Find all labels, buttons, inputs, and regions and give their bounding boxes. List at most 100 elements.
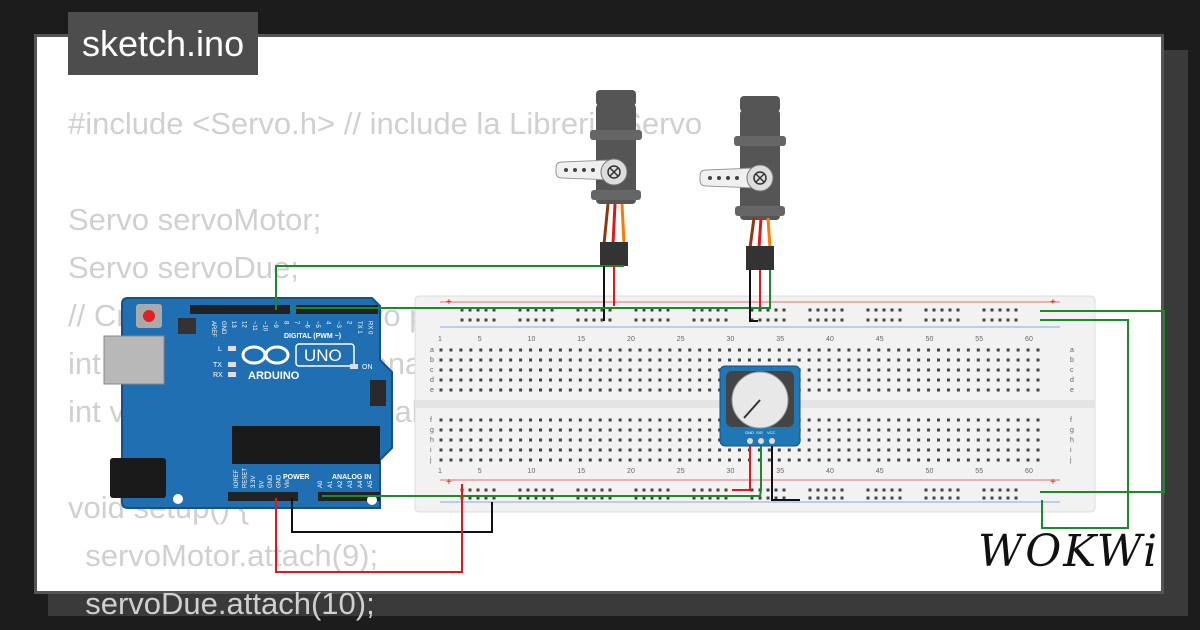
power-pin-label: GND — [277, 474, 283, 488]
analog-pin-labels: A0 A1 A2 A3 A4 A5 — [318, 480, 374, 488]
wires[interactable] — [275, 265, 1165, 573]
column-number: 15 — [577, 468, 585, 475]
servo-1[interactable] — [555, 90, 642, 266]
row-letter: c — [430, 367, 434, 374]
column-number: 50 — [926, 336, 934, 343]
potentiometer-pin-label: VCC — [767, 430, 776, 435]
analog-pin-label: A0 — [318, 480, 324, 488]
rail-plus-label-bottom-right: + — [1050, 477, 1056, 488]
servo-2[interactable] — [699, 96, 786, 270]
row-letter: a — [1070, 347, 1074, 354]
gnd-pin-label: GND — [220, 321, 226, 335]
digital-header-left — [190, 305, 290, 314]
potentiometer-pin-label: SIG — [756, 430, 763, 435]
digital-pin-label: 7 — [293, 321, 299, 325]
tx-led-label: TX — [213, 362, 222, 369]
digital-pin-label: RX 0 — [367, 321, 373, 335]
wire-black-servo2-gnd — [749, 270, 758, 322]
rail-plus-label-right: + — [1050, 297, 1056, 308]
row-letter: a — [430, 347, 434, 354]
row-letter: f — [430, 417, 432, 424]
potentiometer-pin-label: GND — [745, 430, 754, 435]
power-pin-label: GND — [268, 474, 274, 488]
analog-pin-label: A2 — [338, 480, 344, 488]
column-number: 25 — [677, 468, 685, 475]
servo-1-connector — [600, 242, 628, 266]
rail-plus-label: + — [446, 297, 452, 308]
wire-green-servo1-signal — [275, 265, 624, 310]
power-pin-label: 3.3V — [251, 476, 257, 488]
digital-pin-label: TX 1 — [356, 321, 362, 334]
icsp-header — [370, 380, 386, 406]
row-letter: b — [1070, 357, 1074, 364]
digital-pin-label: 13 — [230, 321, 236, 328]
digital-pin-label: ~9 — [272, 321, 278, 329]
row-letter: d — [1070, 377, 1074, 384]
analog-pin-label: A5 — [368, 480, 374, 488]
column-number: 5 — [478, 468, 482, 475]
row-letter: b — [430, 357, 434, 364]
power-pin-label: 5V — [260, 481, 266, 488]
row-letter: i — [1070, 447, 1072, 454]
row-letter: d — [430, 377, 434, 384]
arduino-model: UNO — [304, 346, 342, 365]
icsp-header-small — [178, 318, 196, 334]
column-number: 45 — [876, 336, 884, 343]
l-led-label: L — [218, 346, 222, 353]
servo-1-screw-icon — [607, 165, 621, 179]
row-letter: h — [430, 437, 434, 444]
atmega-chip — [232, 426, 380, 464]
arduino-uno-board[interactable]: ARDUINO UNO DIGITAL (PWM ~) ON L TX RX P… — [103, 297, 393, 509]
digital-pin-label: ~5 — [314, 321, 320, 329]
analog-pin-label: A1 — [328, 480, 334, 488]
column-number: 30 — [727, 336, 735, 343]
code-line: servoMotor.attach(9); — [68, 538, 379, 573]
digital-header-label: DIGITAL (PWM ~) — [284, 333, 341, 340]
row-letter: j — [1069, 457, 1072, 464]
wire-red-pot-vcc — [732, 446, 751, 491]
column-number: 40 — [826, 336, 834, 343]
power-header-label: POWER — [283, 474, 309, 481]
digital-pin-label: 4 — [325, 321, 331, 325]
sketch-title: sketch.ino — [68, 12, 259, 75]
column-number: 35 — [776, 336, 784, 343]
analog-pin-label: A3 — [348, 480, 354, 488]
digital-header-right — [296, 305, 378, 314]
power-pin-label: Vin — [285, 479, 291, 488]
column-number: 60 — [1025, 336, 1033, 343]
row-letter: g — [430, 427, 434, 434]
wire-green-rail-link — [1040, 319, 1129, 529]
row-letter: g — [1070, 427, 1074, 434]
row-letter: e — [1070, 387, 1074, 394]
digital-pin-label: ~6 — [304, 321, 310, 329]
code-line: servoDue.attach(10); — [68, 586, 375, 621]
digital-pin-label: 12 — [241, 321, 247, 328]
column-number: 60 — [1025, 468, 1033, 475]
wire-black-pot-gnd — [771, 446, 800, 501]
row-letter: i — [430, 447, 432, 454]
column-number: 50 — [926, 468, 934, 475]
arduino-logo-icon — [241, 345, 290, 365]
digital-pin-label: ~3 — [335, 321, 341, 329]
analog-pin-label: A4 — [358, 480, 364, 488]
column-number: 30 — [727, 468, 735, 475]
rx-led-label: RX — [213, 372, 223, 379]
digital-pin-label: 8 — [283, 321, 289, 325]
wire-red-5v-arduino — [275, 484, 463, 573]
analog-header-label: ANALOG IN — [332, 474, 371, 481]
wire-black-gnd-arduino — [291, 498, 493, 533]
column-number: 20 — [627, 468, 635, 475]
power-jack — [110, 458, 166, 498]
breadboard-column-numbers: 1155101015152020252530303535404045455050… — [438, 336, 1033, 475]
row-letter: e — [430, 387, 434, 394]
wire-green-pot-signal — [322, 446, 762, 497]
wire-green-servo2-signal — [292, 270, 771, 309]
wokwi-logo: WOKWi — [978, 526, 1160, 577]
row-letter: h — [1070, 437, 1074, 444]
